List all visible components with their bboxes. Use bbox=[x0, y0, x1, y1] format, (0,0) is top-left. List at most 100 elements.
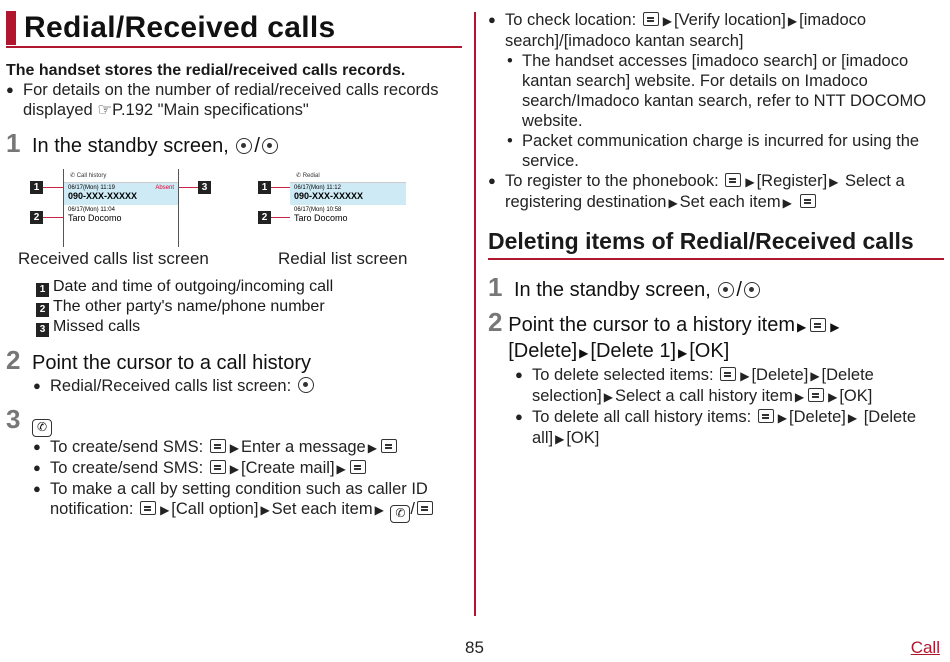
footer-call-link[interactable]: Call bbox=[910, 638, 940, 657]
bullet-text: Select a call history item bbox=[614, 387, 793, 405]
arrow-icon: ▶ bbox=[603, 390, 613, 404]
step-2-text: [Delete] bbox=[508, 340, 578, 362]
arrow-icon: ▶ bbox=[829, 175, 839, 189]
step-number: 3 bbox=[6, 404, 21, 434]
menu-key-icon bbox=[808, 388, 825, 402]
legend-text: Missed calls bbox=[53, 318, 141, 335]
step-number: 2 bbox=[6, 345, 21, 375]
delete-step-2: 2 Point the cursor to a history item▶▶ [… bbox=[488, 307, 944, 365]
nav-key-icon bbox=[261, 138, 278, 154]
intro-text: The handset stores the redial/received c… bbox=[6, 62, 406, 79]
menu-key-icon bbox=[642, 12, 659, 26]
call-name: Taro Docomo bbox=[294, 213, 348, 223]
bullet: To create/send SMS: ▶Enter a message▶ bbox=[33, 437, 462, 458]
bullet-text: [Delete] bbox=[789, 408, 846, 426]
leader-line bbox=[271, 217, 291, 218]
arrow-icon: ▶ bbox=[668, 196, 678, 210]
arrow-icon: ▶ bbox=[579, 346, 589, 360]
step-1-text: In the standby screen, bbox=[32, 135, 229, 157]
title-accent bbox=[6, 11, 16, 45]
call-key-icon: ✆ bbox=[390, 505, 411, 523]
step-1-text: In the standby screen, bbox=[514, 279, 711, 301]
marker-3: 3 bbox=[198, 181, 211, 194]
bullet-text: To make a call by setting condition such… bbox=[50, 480, 428, 518]
step-2: 2 Point the cursor to a call history bbox=[6, 345, 462, 376]
mail-key-icon bbox=[720, 367, 737, 381]
legend-text: Date and time of outgoing/incoming call bbox=[53, 278, 334, 295]
leader-line bbox=[271, 187, 291, 188]
bullet-text: To delete all call history items: bbox=[532, 408, 752, 426]
screen-header: ✆ Redial bbox=[290, 169, 406, 183]
arrow-icon: ▶ bbox=[374, 503, 384, 517]
step-text: Point the cursor to a call history bbox=[32, 352, 312, 374]
arrow-icon: ▶ bbox=[782, 196, 792, 210]
step-2-text: [OK] bbox=[689, 340, 730, 362]
bullet-text: [Delete] bbox=[751, 366, 809, 384]
nav-key-icon bbox=[743, 282, 760, 298]
bullet-text: To check location: bbox=[505, 11, 637, 29]
bullet-text: [OK] bbox=[566, 429, 600, 447]
bullet-text: Set each item bbox=[271, 500, 373, 518]
bullet-text: [OK] bbox=[839, 387, 873, 405]
arrow-icon: ▶ bbox=[810, 369, 820, 383]
arrow-icon: ▶ bbox=[847, 411, 858, 425]
bullet: To register to the phonebook: ▶[Register… bbox=[488, 171, 944, 213]
step-3-bullets: To create/send SMS: ▶Enter a message▶ To… bbox=[33, 437, 462, 523]
arrow-icon: ▶ bbox=[160, 503, 170, 517]
screen-header-text: Call history bbox=[76, 173, 107, 179]
legend-item: 3 Missed calls bbox=[36, 317, 462, 337]
marker-1: 1 bbox=[258, 181, 271, 194]
step-3: 3 ✆ bbox=[6, 404, 462, 437]
bullet-text: To delete selected items: bbox=[532, 366, 714, 384]
received-caption: Received calls list screen bbox=[18, 249, 209, 268]
bullet: To delete all call history items: ▶[Dele… bbox=[515, 407, 944, 449]
marker-2: 2 bbox=[258, 211, 271, 224]
title-bar: Redial/Received calls bbox=[6, 10, 462, 48]
bullet-text: To register to the phonebook: bbox=[505, 172, 719, 190]
menu-key-icon bbox=[800, 194, 817, 208]
bullet-text: Select a registering destination bbox=[505, 172, 905, 211]
nav-key-icon bbox=[236, 138, 253, 154]
bullet-text: [Create mail] bbox=[241, 459, 335, 477]
call-number: 090-XXX-XXXXX bbox=[68, 191, 138, 201]
bullet: To make a call by setting condition such… bbox=[33, 479, 462, 523]
mail-key-icon bbox=[416, 501, 433, 515]
step-number: 1 bbox=[488, 272, 503, 302]
leader-line bbox=[43, 187, 65, 188]
bullet-text: [Delete all] bbox=[532, 408, 916, 447]
bullet-text: [imadoco search]/[imadoco kantan search] bbox=[505, 11, 867, 50]
mail-key-icon bbox=[209, 460, 226, 474]
bullet-text: Enter a message bbox=[241, 438, 366, 456]
call-key-icon: ✆ bbox=[32, 419, 52, 437]
mail-key-icon bbox=[810, 318, 827, 332]
left-column: Redial/Received calls The handset stores… bbox=[6, 10, 462, 523]
step-number: 1 bbox=[6, 128, 21, 158]
menu-key-icon bbox=[349, 460, 366, 474]
bullet-text: To create/send SMS: bbox=[50, 438, 204, 456]
arrow-icon: ▶ bbox=[797, 320, 807, 334]
arrow-icon: ▶ bbox=[787, 14, 798, 28]
globe-key-icon bbox=[297, 377, 314, 393]
legend-mark: 3 bbox=[36, 323, 49, 337]
marker-2: 2 bbox=[30, 211, 43, 224]
bullet-text: Set each item bbox=[679, 193, 781, 211]
section-title: Deleting items of Redial/Received calls bbox=[488, 227, 944, 260]
legend-mark: 2 bbox=[36, 303, 49, 317]
sub-bullet: The handset accesses [imadoco search] or… bbox=[505, 51, 944, 131]
step-2-text: Point the cursor to a history item bbox=[508, 314, 796, 336]
arrow-icon: ▶ bbox=[229, 441, 239, 455]
screen-header-text: Redial bbox=[302, 173, 320, 179]
arrow-icon: ▶ bbox=[678, 346, 688, 360]
bullet: To delete selected items: ▶[Delete]▶[Del… bbox=[515, 365, 944, 407]
step-text: Point the cursor to a history item▶▶ [De… bbox=[508, 313, 944, 365]
mail-key-icon bbox=[757, 409, 774, 423]
nav-key-icon bbox=[718, 282, 735, 298]
page-title: Redial/Received calls bbox=[24, 11, 336, 44]
